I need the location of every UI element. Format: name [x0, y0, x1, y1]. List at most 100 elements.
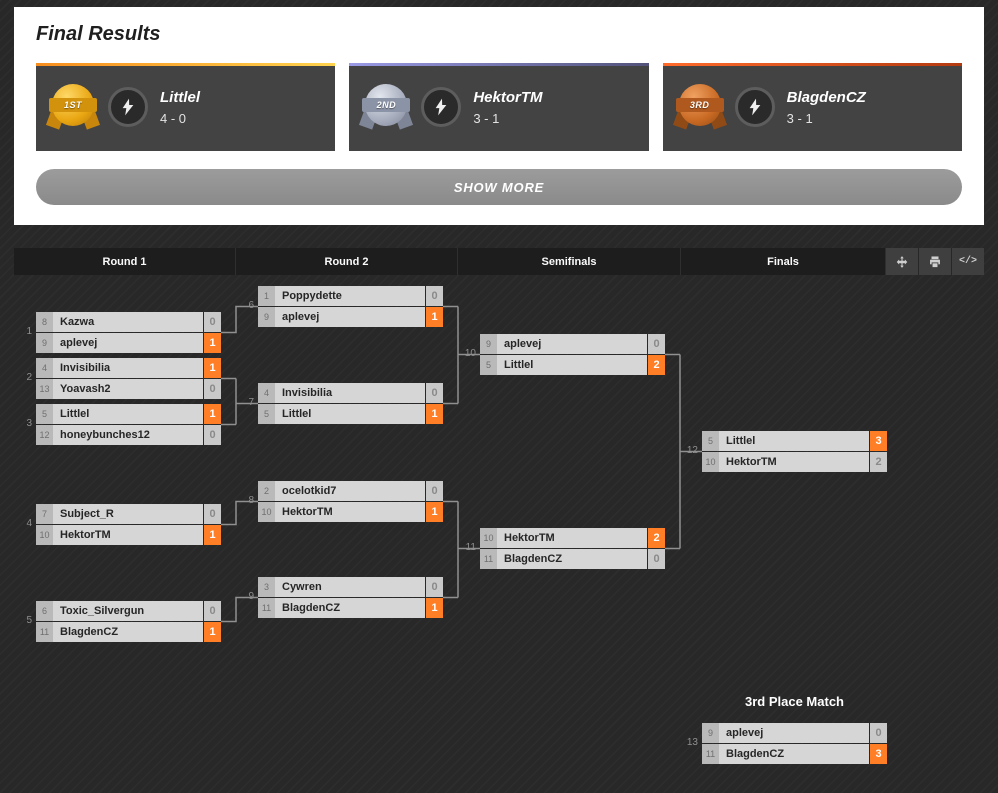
- bracket-match[interactable]: 9 aplevej 0 5 Littlel 2: [480, 334, 665, 376]
- match-number: 6: [248, 300, 254, 311]
- bronze-medal-icon: 3RD: [673, 80, 727, 134]
- final-results-panel: Final Results 1ST Littlel 4 - 0: [14, 7, 984, 225]
- player-row: 13 Yoavash2 0: [36, 379, 221, 399]
- player-score: 1: [204, 525, 221, 545]
- podium-card-second: 2ND HektorTM 3 - 1: [349, 63, 649, 151]
- player-row: 10 HektorTM 2: [702, 452, 887, 472]
- player-seed: 9: [36, 333, 53, 353]
- player-name: Cywren: [275, 577, 425, 597]
- match-number: 11: [465, 542, 476, 553]
- pan-move-button[interactable]: [886, 248, 918, 275]
- player-name: BlagdenCZ: [275, 598, 425, 618]
- player-name: Invisibilia: [275, 383, 425, 403]
- lightning-logo-icon: [749, 98, 760, 116]
- podium-player-record: 3 - 1: [473, 110, 500, 126]
- player-score: 1: [204, 404, 221, 424]
- round-header-finals: Finals: [681, 248, 886, 275]
- player-score: 0: [204, 601, 221, 621]
- player-score: 2: [648, 355, 665, 375]
- show-more-button[interactable]: SHOW MORE: [36, 169, 962, 205]
- bracket-match[interactable]: 10 HektorTM 2 11 BlagdenCZ 0: [480, 528, 665, 570]
- player-name: Subject_R: [53, 504, 203, 524]
- player-name: aplevej: [53, 333, 203, 353]
- move-icon: [896, 255, 908, 268]
- bracket-match[interactable]: 9 aplevej 0 11 BlagdenCZ 3: [702, 723, 887, 765]
- podium-player-name: Littlel: [160, 88, 200, 106]
- player-name: HektorTM: [719, 452, 869, 472]
- player-score: 1: [426, 307, 443, 327]
- player-row: 5 Littlel 1: [36, 404, 221, 424]
- player-row: 9 aplevej 0: [702, 723, 887, 743]
- player-name: Kazwa: [53, 312, 203, 332]
- player-seed: 4: [36, 358, 53, 378]
- player-score: 1: [426, 404, 443, 424]
- podium-player-record: 3 - 1: [786, 110, 813, 126]
- player-name: Littlel: [53, 404, 203, 424]
- player-seed: 2: [258, 481, 275, 501]
- player-row: 11 BlagdenCZ 1: [258, 598, 443, 618]
- match-number: 2: [26, 372, 32, 383]
- player-seed: 11: [702, 744, 719, 764]
- bracket-match[interactable]: 4 Invisibilia 1 13 Yoavash2 0: [36, 358, 221, 400]
- player-row: 10 HektorTM 1: [36, 525, 221, 545]
- player-seed: 7: [36, 504, 53, 524]
- player-name: aplevej: [275, 307, 425, 327]
- player-name: Littlel: [275, 404, 425, 424]
- avatar: [734, 87, 775, 127]
- player-score: 1: [204, 622, 221, 642]
- podium-player-name: HektorTM: [473, 88, 543, 106]
- bracket-match[interactable]: 8 Kazwa 0 9 aplevej 1: [36, 312, 221, 354]
- player-name: BlagdenCZ: [53, 622, 203, 642]
- match-number: 5: [26, 615, 32, 626]
- match-number: 9: [248, 591, 254, 602]
- player-seed: 11: [480, 549, 497, 569]
- bracket-match[interactable]: 4 Invisibilia 0 5 Littlel 1: [258, 383, 443, 425]
- bracket-match[interactable]: 3 Cywren 0 11 BlagdenCZ 1: [258, 577, 443, 619]
- player-row: 5 Littlel 1: [258, 404, 443, 424]
- bracket-match[interactable]: 1 Poppydette 0 9 aplevej 1: [258, 286, 443, 328]
- match-number: 8: [248, 495, 254, 506]
- player-name: Littlel: [497, 355, 647, 375]
- bracket-match[interactable]: 7 Subject_R 0 10 HektorTM 1: [36, 504, 221, 546]
- player-seed: 9: [258, 307, 275, 327]
- podium-card-third: 3RD BlagdenCZ 3 - 1: [662, 63, 962, 151]
- match-number: 1: [26, 326, 32, 337]
- player-score: 2: [870, 452, 887, 472]
- bracket-match[interactable]: 6 Toxic_Silvergun 0 11 BlagdenCZ 1: [36, 601, 221, 643]
- player-seed: 4: [258, 383, 275, 403]
- second-place-accent-bar: [349, 63, 649, 66]
- player-row: 11 BlagdenCZ 0: [480, 549, 665, 569]
- player-name: Toxic_Silvergun: [53, 601, 203, 621]
- gold-medal-icon: 1ST: [46, 80, 100, 134]
- bracket-match[interactable]: 5 Littlel 1 12 honeybunches12 0: [36, 404, 221, 446]
- player-score: 1: [204, 358, 221, 378]
- player-seed: 5: [702, 431, 719, 451]
- player-name: ocelotkid7: [275, 481, 425, 501]
- player-row: 7 Subject_R 0: [36, 504, 221, 524]
- player-seed: 1: [258, 286, 275, 306]
- match-number: 10: [464, 348, 476, 359]
- player-row: 10 HektorTM 2: [480, 528, 665, 548]
- player-row: 9 aplevej 1: [36, 333, 221, 353]
- bracket-match[interactable]: 5 Littlel 3 10 HektorTM 2: [702, 431, 887, 473]
- player-row: 12 honeybunches12 0: [36, 425, 221, 445]
- lightning-logo-icon: [435, 98, 447, 116]
- player-name: Yoavash2: [53, 379, 203, 399]
- player-row: 4 Invisibilia 0: [258, 383, 443, 403]
- player-score: 0: [870, 723, 887, 743]
- player-score: 2: [648, 528, 665, 548]
- bracket-match[interactable]: 2 ocelotkid7 0 10 HektorTM 1: [258, 481, 443, 523]
- player-seed: 12: [36, 425, 53, 445]
- player-seed: 10: [36, 525, 53, 545]
- round-header-round-1: Round 1: [14, 248, 236, 275]
- player-row: 4 Invisibilia 1: [36, 358, 221, 378]
- embed-code-button[interactable]: </>: [952, 248, 984, 275]
- player-seed: 10: [480, 528, 497, 548]
- podium-player-record: 4 - 0: [160, 110, 187, 126]
- podium-row: 1ST Littlel 4 - 0 2ND: [36, 63, 962, 151]
- player-name: BlagdenCZ: [719, 744, 869, 764]
- player-seed: 13: [36, 379, 53, 399]
- player-score: 0: [204, 379, 221, 399]
- print-button[interactable]: [919, 248, 951, 275]
- player-score: 0: [426, 577, 443, 597]
